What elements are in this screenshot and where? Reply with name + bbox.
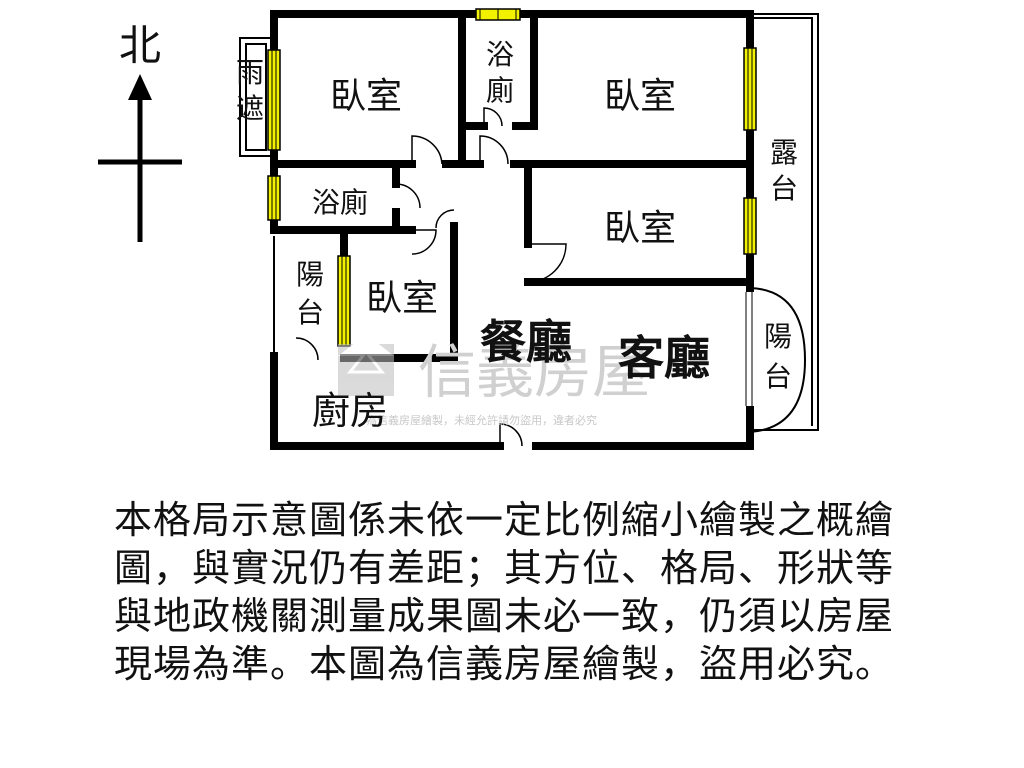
balcony-e-char-2: 台 — [764, 360, 792, 393]
window-sw-bedroom — [337, 255, 351, 347]
watermark-brand: 信義房屋 — [418, 338, 650, 406]
window-ne-bedroom — [743, 47, 757, 131]
window-e-bedroom — [743, 197, 757, 255]
bath-top-char-1: 浴 — [486, 38, 514, 71]
north-label: 北 — [119, 21, 161, 70]
room-canopy: 雨 遮 — [236, 56, 264, 125]
door-swings — [295, 107, 567, 447]
floor-plan: 北 — [98, 8, 819, 450]
terrace-char-1: 露 — [770, 136, 798, 169]
room-bedroom-sw: 臥室 — [366, 278, 438, 319]
watermark-notice: 為信義房屋繪製，未經允許請勿盜用，違者必究 — [366, 413, 597, 427]
balcony-w-char-1: 陽 — [296, 258, 324, 291]
canopy-char-2: 遮 — [236, 92, 264, 125]
room-balcony-w: 陽 台 — [296, 258, 324, 329]
canopy-char-1: 雨 — [236, 56, 264, 89]
window-mid-bath — [267, 175, 281, 221]
window-nw-bedroom — [267, 49, 281, 151]
balcony-w-char-2: 台 — [296, 296, 324, 329]
north-arrow-icon — [98, 74, 182, 242]
room-dining: 餐廳 — [480, 315, 572, 369]
balcony-e-char-1: 陽 — [764, 320, 792, 353]
room-bedroom-e: 臥室 — [604, 208, 676, 249]
terrace-char-2: 台 — [770, 172, 798, 205]
room-bath-mid: 浴廁 — [312, 186, 368, 219]
balcony-outlines — [239, 13, 819, 433]
room-bedroom-ne: 臥室 — [604, 76, 676, 117]
room-bedroom-nw: 臥室 — [330, 76, 402, 117]
bath-top-char-2: 廁 — [486, 74, 514, 107]
watermark-logo — [338, 334, 394, 396]
room-balcony-e: 陽 台 — [764, 320, 792, 393]
room-terrace: 露 台 — [770, 136, 798, 205]
disclaimer-text: 本格局示意圖係未依一定比例縮小繪製之概繪圖，與實況仍有差距；其方位、格局、形狀等… — [114, 498, 895, 686]
room-living: 客廳 — [618, 331, 710, 385]
room-bath-top: 浴 廁 — [486, 38, 514, 107]
room-kitchen: 廚房 — [312, 389, 388, 433]
